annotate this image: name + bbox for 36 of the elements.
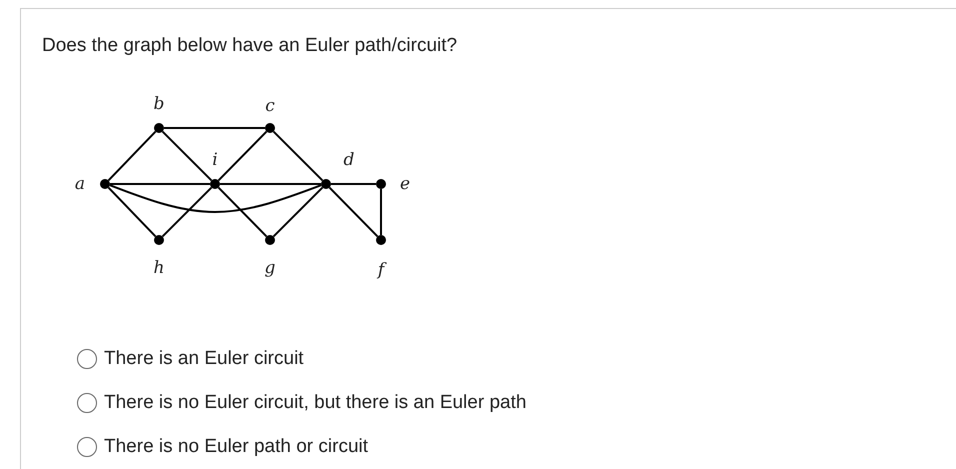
vertex-label: h — [154, 258, 164, 278]
question-text: Does the graph below have an Euler path/circuit? — [42, 35, 458, 57]
vertex-label: e — [400, 174, 410, 194]
option-text: There is an Euler circuit — [104, 348, 304, 370]
vertex-label: f — [378, 260, 384, 280]
graph-edge — [218, 186, 268, 238]
vertex-dot — [376, 235, 386, 245]
option-text: There is no Euler path or circuit — [104, 436, 368, 458]
vertex-label: a — [74, 174, 86, 194]
vertex-dot — [376, 179, 386, 189]
graph-edge — [162, 130, 212, 182]
graph-edge — [110, 183, 210, 185]
vertex-label: b — [154, 94, 164, 114]
graph-edge — [109, 184, 322, 213]
vertex-dot — [154, 123, 164, 133]
vertex-label: i — [212, 150, 218, 170]
vertex-label: c — [265, 96, 275, 116]
graph-edge — [108, 130, 156, 182]
graph-edge — [164, 127, 265, 129]
vertex-label: g — [264, 258, 276, 278]
graph-edge — [380, 189, 382, 235]
graph-edge — [218, 130, 268, 182]
vertex-dot — [265, 123, 275, 133]
graph-edge — [108, 186, 156, 238]
vertex-dot — [321, 179, 331, 189]
graph-edge — [328, 186, 378, 238]
vertex-dot — [154, 235, 164, 245]
graph-edge — [272, 186, 324, 238]
vertex-dot — [265, 235, 275, 245]
graph-edge — [331, 183, 376, 185]
vertex-dot — [100, 179, 110, 189]
option-text: There is no Euler circuit, but there is an Euler path — [104, 392, 526, 414]
graph-edge — [220, 183, 321, 185]
vertex-label: d — [344, 150, 354, 170]
graph-edge — [162, 186, 212, 238]
graph-edge — [272, 130, 324, 182]
